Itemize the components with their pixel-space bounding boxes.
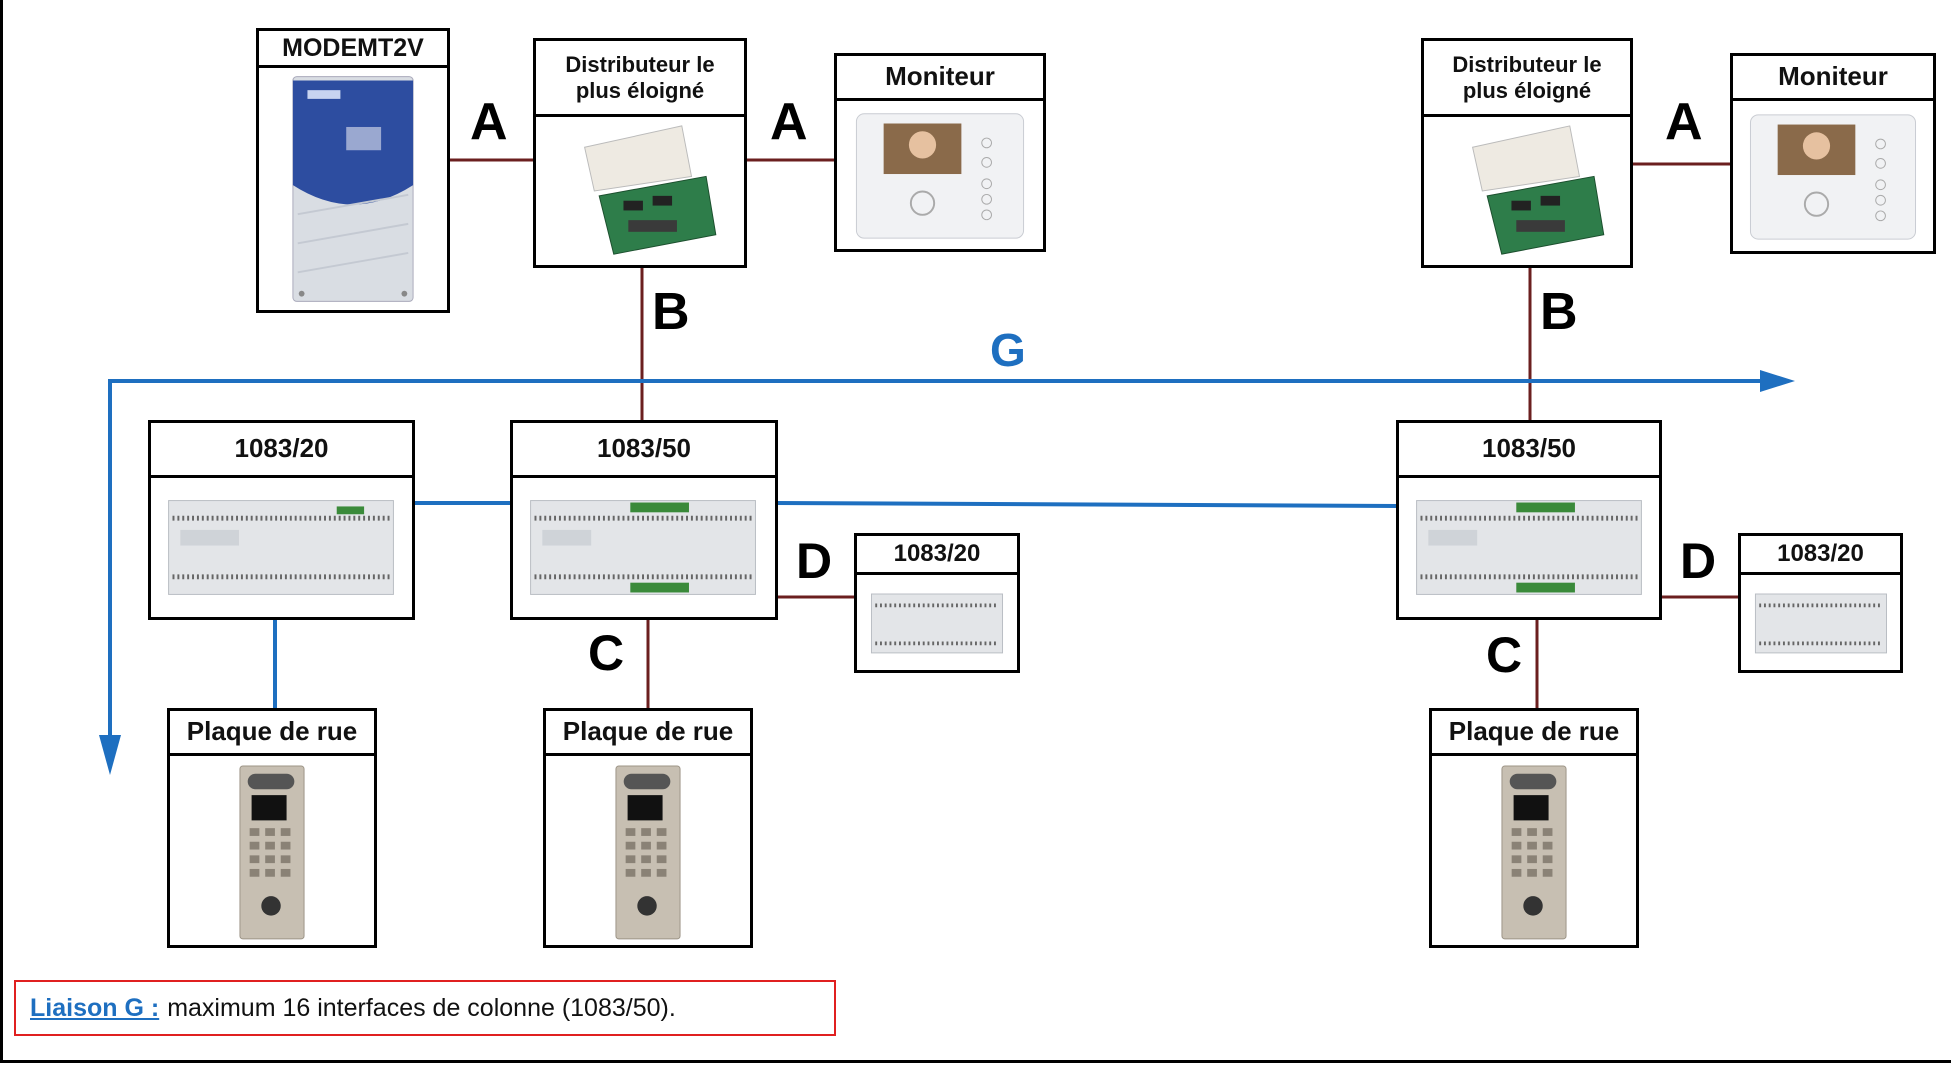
distributor-left-image xyxy=(536,117,744,265)
psu-left-image xyxy=(857,575,1017,670)
modem-image xyxy=(259,68,447,310)
distributor-left-label: Distributeur le plus éloigné xyxy=(536,41,744,117)
link-a-label-3: A xyxy=(1665,93,1703,151)
link-b-label-1: B xyxy=(652,283,690,341)
psu-right-label: 1083/20 xyxy=(1741,536,1900,575)
monitor-left-box: Moniteur xyxy=(834,53,1046,252)
psu-right-image xyxy=(1741,575,1900,670)
liaison-g-note-text: maximum 16 interfaces de colonne (1083/5… xyxy=(167,993,676,1022)
frame-left-border xyxy=(0,0,3,1063)
psu-left-box: 1083/20 xyxy=(854,533,1020,673)
link-b-label-2: B xyxy=(1540,283,1578,341)
link-d-label-1: D xyxy=(796,533,833,589)
monitor-right-image xyxy=(1733,101,1933,251)
interface-right-image xyxy=(1399,478,1659,617)
street-plate-2-box: Plaque de rue xyxy=(543,708,753,948)
link-d-label-2: D xyxy=(1680,533,1717,589)
monitor-left-image xyxy=(837,101,1043,249)
monitor-left-label: Moniteur xyxy=(837,56,1043,101)
distributor-right-image xyxy=(1424,117,1630,265)
street-plate-1-image xyxy=(170,756,374,945)
liaison-g-note: Liaison G : maximum 16 interfaces de col… xyxy=(14,980,836,1036)
distributor-left-box: Distributeur le plus éloigné xyxy=(533,38,747,268)
link-a-label-2: A xyxy=(770,93,808,151)
monitor-right-label: Moniteur xyxy=(1733,56,1933,101)
street-plate-1-box: Plaque de rue xyxy=(167,708,377,948)
street-plate-2-image xyxy=(546,756,750,945)
distributor-right-box: Distributeur le plus éloigné xyxy=(1421,38,1633,268)
bus-g-arrow xyxy=(108,379,1780,760)
psu-1083-20-main-label: 1083/20 xyxy=(151,423,412,478)
psu-right-box: 1083/20 xyxy=(1738,533,1903,673)
psu-left-label: 1083/20 xyxy=(857,536,1017,575)
street-plate-1-label: Plaque de rue xyxy=(170,711,374,756)
link-a-label-1: A xyxy=(470,93,508,151)
brand-logo-icon xyxy=(307,90,341,99)
interface-left-label: 1083/50 xyxy=(513,423,775,478)
liaison-g-note-key: Liaison G : xyxy=(30,993,160,1022)
street-plate-3-image xyxy=(1432,756,1636,945)
link-c-label-1: C xyxy=(588,625,625,681)
link-g-label: G xyxy=(990,324,1026,376)
interface-left-image xyxy=(513,478,775,617)
interface-left-box: 1083/50 xyxy=(510,420,778,620)
bus-g-arrowhead-down xyxy=(99,735,121,775)
interface-right-box: 1083/50 xyxy=(1396,420,1662,620)
distributor-right-label: Distributeur le plus éloigné xyxy=(1424,41,1630,117)
interface-right-label: 1083/50 xyxy=(1399,423,1659,478)
street-plate-3-label: Plaque de rue xyxy=(1432,711,1636,756)
street-plate-3-box: Plaque de rue xyxy=(1429,708,1639,948)
modem-box: MODEMT2V xyxy=(256,28,450,313)
street-plate-2-label: Plaque de rue xyxy=(546,711,750,756)
bus-g-arrowhead-right xyxy=(1760,370,1795,392)
monitor-right-box: Moniteur xyxy=(1730,53,1936,254)
bus-g-iface-to-iface xyxy=(775,501,1399,508)
link-c-label-2: C xyxy=(1486,627,1523,683)
psu-1083-20-main-box: 1083/20 xyxy=(148,420,415,620)
modem-label: MODEMT2V xyxy=(259,31,447,68)
frame-bottom-border xyxy=(0,1060,1951,1063)
psu-1083-20-main-image xyxy=(151,478,412,617)
